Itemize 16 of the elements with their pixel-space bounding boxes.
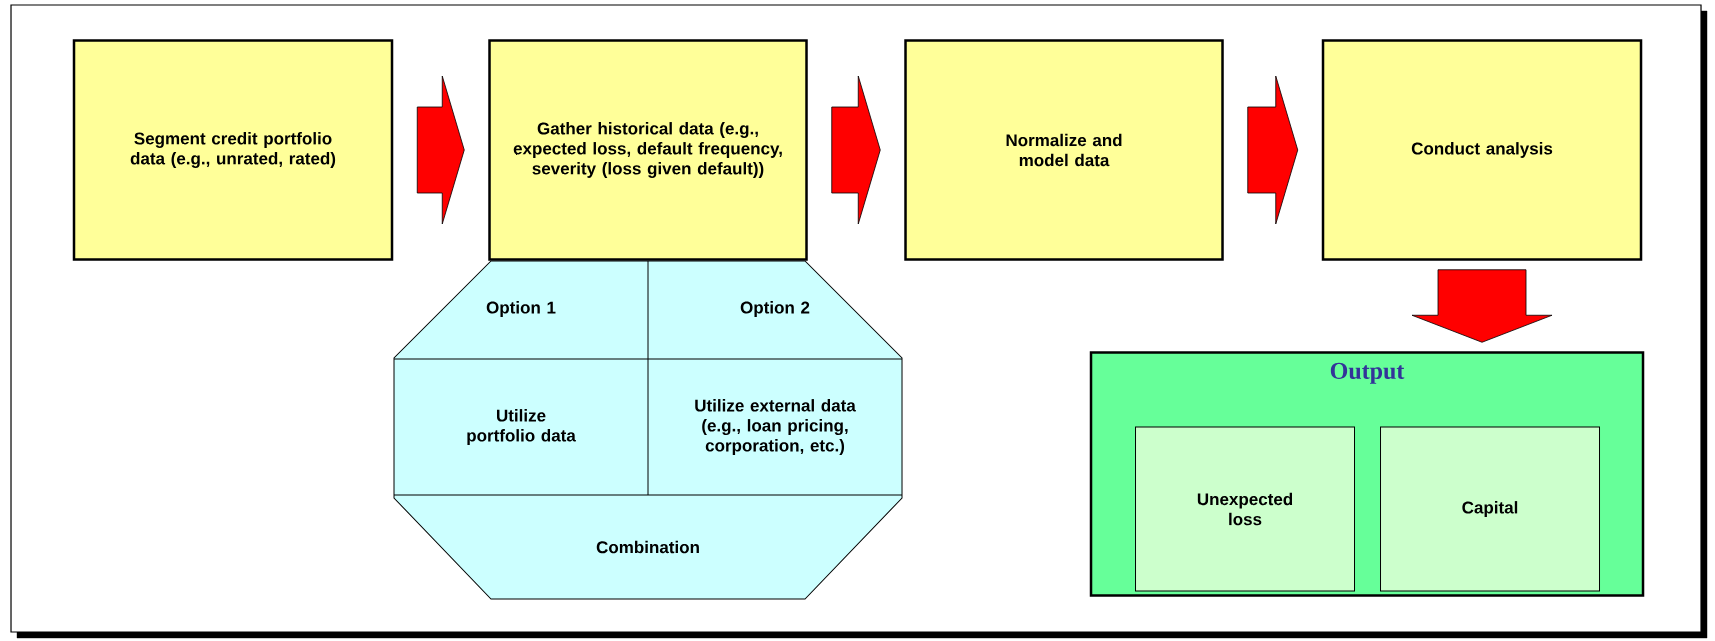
block-arrow [416,75,465,225]
options-octagon [393,260,903,600]
option-text: Utilize external data (e.g., loan pricing, corporation, etc.) [695,399,856,455]
output-box: Unexpected loss [1135,426,1355,592]
process-box: Conduct analysis [1321,39,1643,261]
option-text: Option 2 [740,301,810,317]
block-arrow [831,75,881,225]
process-box: Gather historical data (e.g., expected loss, default frequency, severity (loss given default)) [488,39,808,261]
block-arrow [1411,269,1553,343]
block-arrow [1247,75,1299,225]
option-text: Combination [596,540,699,554]
output-box: Capital [1380,426,1600,592]
process-box: Normalize and model data [904,39,1224,261]
option-text: Option 1 [486,301,556,317]
option-text: Utilize portfolio data [467,409,576,445]
process-box: Segment credit portfolio data (e.g., unrated, rated) [72,39,394,261]
